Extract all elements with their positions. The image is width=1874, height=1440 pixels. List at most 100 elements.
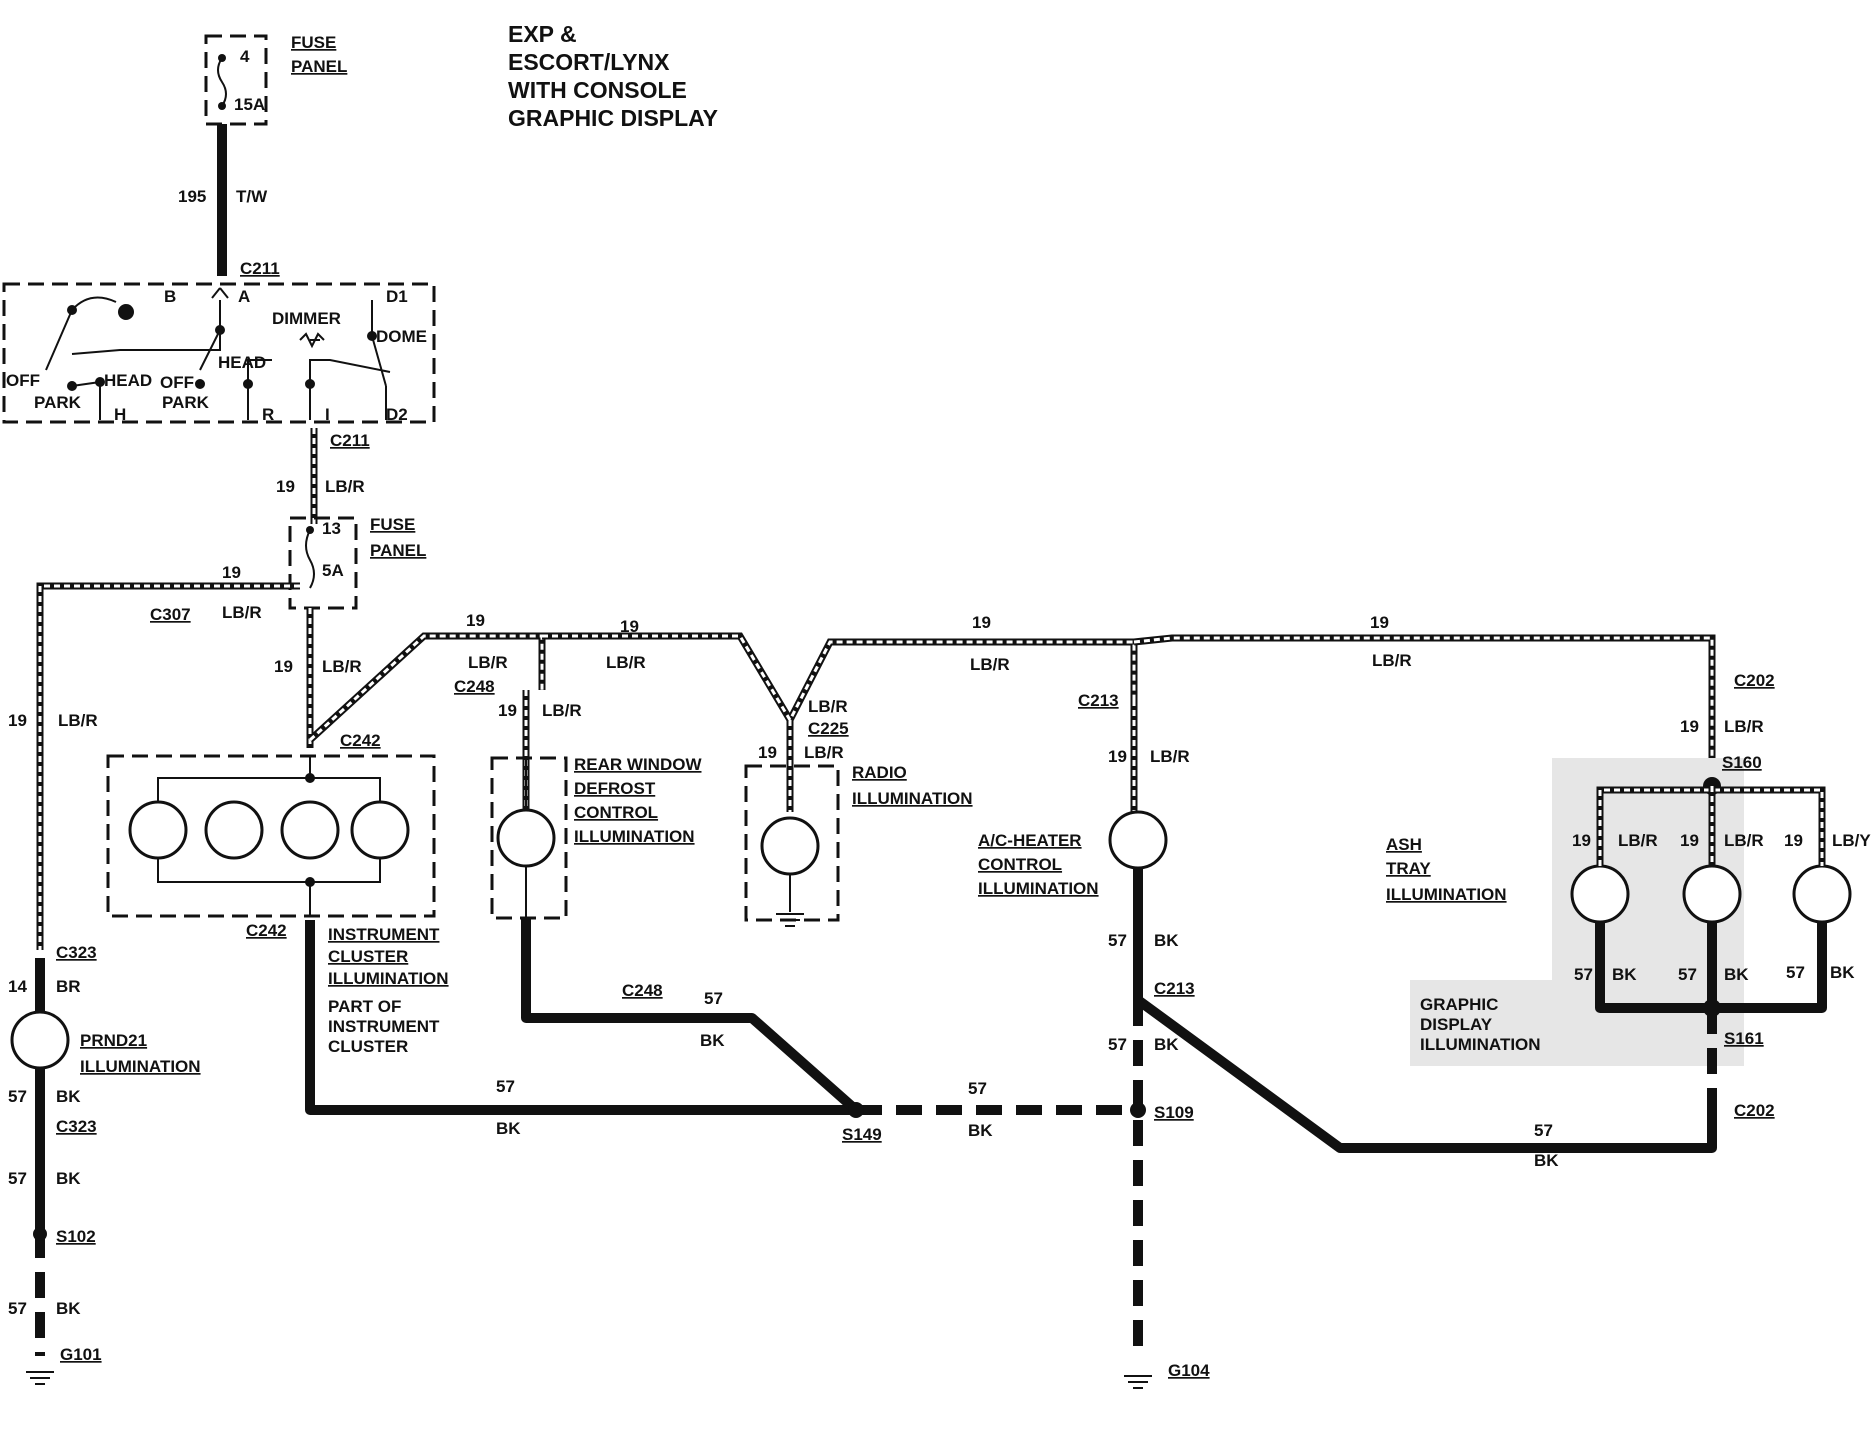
- svg-text:S149: S149: [842, 1125, 882, 1144]
- svg-text:5A: 5A: [322, 561, 344, 580]
- bulb-icon: [280, 800, 340, 860]
- fuse-panel-mid: 13 5A FUSE PANEL: [288, 515, 426, 610]
- svg-text:DIMMER: DIMMER: [272, 309, 341, 328]
- ground-icon: [776, 913, 804, 927]
- bulb-icon: [760, 816, 820, 876]
- svg-text:LB/R: LB/R: [542, 701, 582, 720]
- fuse-icon: [217, 57, 227, 107]
- svg-text:LB/Y: LB/Y: [1832, 831, 1871, 850]
- svg-text:19: 19: [1680, 831, 1699, 850]
- svg-text:C225: C225: [808, 719, 849, 738]
- svg-text:57: 57: [496, 1077, 515, 1096]
- svg-text:C307: C307: [150, 605, 191, 624]
- bulb-icon: [10, 1010, 70, 1070]
- svg-text:C323: C323: [56, 1117, 97, 1136]
- svg-text:C213: C213: [1078, 691, 1119, 710]
- svg-text:LB/R: LB/R: [808, 697, 848, 716]
- svg-text:19: 19: [620, 617, 639, 636]
- svg-text:57: 57: [1534, 1121, 1553, 1140]
- svg-text:DEFROST: DEFROST: [574, 779, 656, 798]
- svg-text:LB/R: LB/R: [1150, 747, 1190, 766]
- svg-text:D2: D2: [386, 405, 408, 424]
- svg-text:OFF: OFF: [160, 373, 194, 392]
- svg-text:C211: C211: [330, 431, 370, 450]
- ac-heater-bulb-icon: [1108, 810, 1168, 870]
- svg-text:BK: BK: [968, 1121, 993, 1140]
- svg-text:19: 19: [1572, 831, 1591, 850]
- svg-text:57: 57: [704, 989, 723, 1008]
- svg-text:19: 19: [972, 613, 991, 632]
- svg-text:PRND21: PRND21: [80, 1031, 147, 1050]
- svg-text:C242: C242: [340, 731, 381, 750]
- svg-text:ILLUMINATION: ILLUMINATION: [80, 1057, 201, 1076]
- ground-icon: [26, 1371, 54, 1385]
- svg-text:13: 13: [322, 519, 341, 538]
- svg-text:19: 19: [1108, 747, 1127, 766]
- svg-text:PANEL: PANEL: [291, 57, 347, 76]
- svg-text:LB/R: LB/R: [222, 603, 262, 622]
- svg-text:195: 195: [178, 187, 206, 206]
- instrument-cluster-illumination: [106, 754, 436, 918]
- svg-text:14: 14: [8, 977, 27, 996]
- svg-text:BK: BK: [700, 1031, 725, 1050]
- svg-text:4: 4: [240, 47, 250, 66]
- svg-text:PARK: PARK: [162, 393, 210, 412]
- svg-text:LB/R: LB/R: [804, 743, 844, 762]
- fuse-panel-top: 4 15A FUSE PANEL: [204, 33, 347, 126]
- svg-text:A: A: [238, 287, 250, 306]
- svg-text:ILLUMINATION: ILLUMINATION: [978, 879, 1099, 898]
- radio-illumination: [744, 764, 840, 927]
- svg-text:BK: BK: [1612, 965, 1637, 984]
- svg-text:LB/R: LB/R: [1372, 651, 1412, 670]
- bulb-icon: [1570, 864, 1630, 924]
- svg-text:BK: BK: [56, 1169, 81, 1188]
- svg-text:EXP &: EXP &: [508, 21, 577, 47]
- svg-text:LB/R: LB/R: [468, 653, 508, 672]
- prnd21-illumination: [10, 958, 70, 1385]
- svg-text:19: 19: [758, 743, 777, 762]
- svg-text:C202: C202: [1734, 671, 1775, 690]
- svg-text:19: 19: [1680, 717, 1699, 736]
- svg-text:19: 19: [466, 611, 485, 630]
- svg-text:CLUSTER: CLUSTER: [328, 947, 408, 966]
- svg-text:T/W: T/W: [236, 187, 268, 206]
- svg-text:BK: BK: [56, 1299, 81, 1318]
- svg-text:D1: D1: [386, 287, 408, 306]
- svg-text:CLUSTER: CLUSTER: [328, 1037, 408, 1056]
- ground-icon: [1124, 1375, 1152, 1389]
- svg-text:INSTRUMENT: INSTRUMENT: [328, 925, 440, 944]
- svg-text:19: 19: [498, 701, 517, 720]
- svg-text:PANEL: PANEL: [370, 541, 426, 560]
- svg-text:S109: S109: [1154, 1103, 1194, 1122]
- svg-text:CONTROL: CONTROL: [574, 803, 658, 822]
- svg-text:OFF: OFF: [6, 371, 40, 390]
- svg-text:S161: S161: [1724, 1029, 1764, 1048]
- svg-text:INSTRUMENT: INSTRUMENT: [328, 1017, 440, 1036]
- svg-text:R: R: [262, 405, 274, 424]
- svg-text:LB/R: LB/R: [325, 477, 365, 496]
- svg-text:19: 19: [1370, 613, 1389, 632]
- svg-text:PARK: PARK: [34, 393, 82, 412]
- svg-text:BK: BK: [56, 1087, 81, 1106]
- main-light-switch: B A D1 H R I D2 OFF PARK HEAD OFF PARK H…: [2, 282, 436, 424]
- svg-text:I: I: [325, 405, 330, 424]
- svg-text:B: B: [164, 287, 176, 306]
- svg-text:C202: C202: [1734, 1101, 1775, 1120]
- svg-text:BK: BK: [1154, 1035, 1179, 1054]
- svg-text:A/C-HEATER: A/C-HEATER: [978, 831, 1082, 850]
- svg-text:LB/R: LB/R: [606, 653, 646, 672]
- svg-text:ILLUMINATION: ILLUMINATION: [852, 789, 973, 808]
- svg-text:FUSE: FUSE: [291, 33, 336, 52]
- svg-text:BK: BK: [1724, 965, 1749, 984]
- bulb-icon: [496, 808, 556, 868]
- svg-text:BR: BR: [56, 977, 81, 996]
- svg-text:HEAD: HEAD: [218, 353, 266, 372]
- svg-text:19: 19: [274, 657, 293, 676]
- svg-text:57: 57: [968, 1079, 987, 1098]
- svg-text:ASH: ASH: [1386, 835, 1422, 854]
- svg-text:BK: BK: [1534, 1151, 1559, 1170]
- svg-text:LB/R: LB/R: [1724, 717, 1764, 736]
- svg-text:57: 57: [1786, 963, 1805, 982]
- svg-text:C323: C323: [56, 943, 97, 962]
- svg-text:ILLUMINATION: ILLUMINATION: [574, 827, 695, 846]
